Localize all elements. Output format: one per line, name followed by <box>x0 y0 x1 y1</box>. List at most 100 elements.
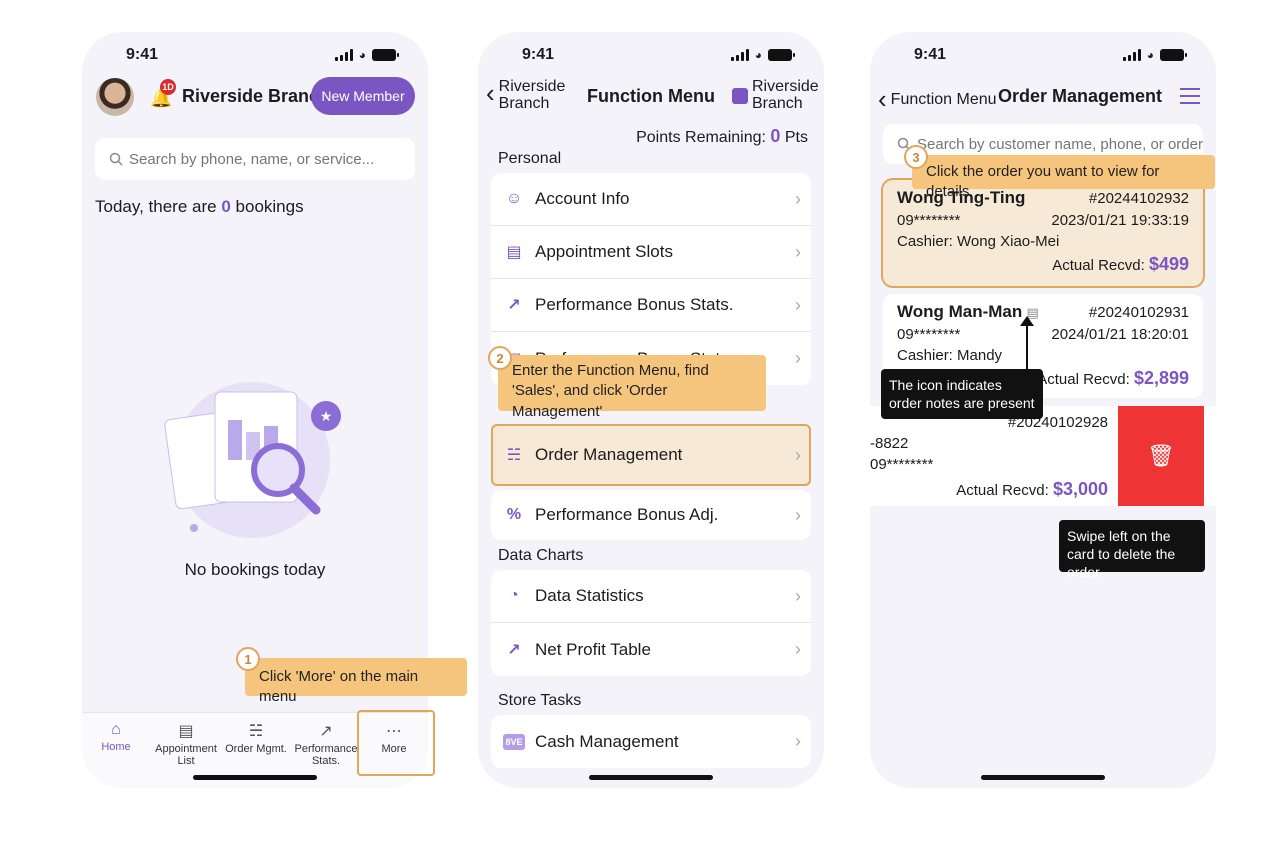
filter-icon[interactable] <box>1180 88 1200 104</box>
tab-more[interactable]: ⋯ More <box>360 721 428 755</box>
tab-performance-stats[interactable]: ↗ Performance Stats. <box>292 721 360 767</box>
menu-cash-management[interactable]: 8VE Cash Management › <box>491 715 811 768</box>
tab-home[interactable]: ⌂ Home <box>82 721 150 753</box>
chevron-right-icon: › <box>795 585 801 606</box>
today-count: 0 <box>221 197 231 216</box>
chevron-right-icon: › <box>795 731 801 751</box>
menu-order-management[interactable]: ☵Order Management› <box>491 424 811 486</box>
recvd-label: Actual Recvd: <box>1037 371 1130 388</box>
cashier: Cashier: Wong Xiao-Mei <box>897 233 1060 250</box>
customer-name-partial: -8822 <box>870 435 909 452</box>
tab-order-mgmt[interactable]: ☵ Order Mgmt. <box>222 721 290 755</box>
section-store-tasks: Store Tasks <box>498 692 582 709</box>
back-label: Riverside Branch <box>498 78 566 112</box>
order-datetime: 2023/01/21 19:33:19 <box>1051 212 1189 229</box>
today-bookings: Today, there are 0 bookings <box>95 197 304 217</box>
signal-icon <box>730 49 749 61</box>
back-label: Function Menu <box>890 90 997 108</box>
step-3-badge: 3 <box>904 145 928 169</box>
sales-menu: ☵Order Management› <box>491 424 811 486</box>
branch-switch-label: Riverside Branch <box>752 78 819 112</box>
order-card[interactable]: Wong Man-Man ▤#20240102931 09********202… <box>883 294 1203 398</box>
branch-switch[interactable]: Riverside Branch <box>732 78 819 112</box>
signal-icon <box>1122 49 1141 61</box>
store-icon <box>732 88 748 104</box>
order-card[interactable]: Wong Ting-Ting#20244102932 09********202… <box>881 178 1205 288</box>
user-icon: ☺ <box>505 190 523 207</box>
menu-label: Appointment Slots <box>535 242 673 261</box>
cash-icon: 8VE <box>503 733 525 750</box>
search-bar[interactable] <box>95 138 415 180</box>
menu-data-statistics[interactable]: ◔Data Statistics› <box>491 570 811 623</box>
menu-appointment-slots[interactable]: ▤Appointment Slots› <box>491 226 811 279</box>
recvd-label: Actual Recvd: <box>956 482 1049 499</box>
tab-order-label: Order Mgmt. <box>225 743 287 755</box>
search-input[interactable] <box>129 150 415 168</box>
notification-badge: 1D <box>160 79 176 95</box>
data-menu: ◔Data Statistics› ↗Net Profit Table› <box>491 570 811 676</box>
status-time: 9:41 <box>914 46 947 63</box>
status-bar: 9:41 ◕ <box>126 46 399 66</box>
tab-appointment-list[interactable]: ▤ Appointment List <box>152 721 220 767</box>
order-amount: $499 <box>1148 254 1189 274</box>
chevron-right-icon: › <box>795 504 801 525</box>
search-input[interactable] <box>917 135 1203 153</box>
customer-phone: 09******** <box>870 456 934 473</box>
customer-phone: 09******** <box>897 212 961 229</box>
branch-title: Riverside Branch <box>182 86 331 106</box>
svg-text:★: ★ <box>320 408 333 424</box>
chevron-right-icon: › <box>795 241 801 262</box>
avatar[interactable] <box>96 78 134 116</box>
chevron-right-icon: › <box>795 348 801 368</box>
customer-name: Wong Man-Man <box>897 302 1023 321</box>
cashier: Cashier: Mandy <box>897 347 1003 364</box>
menu-label: Account Info <box>535 189 630 208</box>
step-1-badge: 1 <box>236 647 260 671</box>
arrow-line <box>1026 320 1028 370</box>
empty-illustration: ★ <box>164 382 341 538</box>
store-menu: 8VE Cash Management › <box>491 715 811 768</box>
back-button[interactable]: ‹ Function Menu <box>878 84 997 114</box>
wifi-icon: ◕ <box>358 48 366 62</box>
today-suffix: bookings <box>235 197 304 216</box>
customer-phone: 09******** <box>897 326 961 343</box>
battery-icon <box>768 49 795 61</box>
chart-icon: ↗ <box>507 641 521 659</box>
menu-performance-bonus-stats[interactable]: ↗Performance Bonus Stats.› <box>491 279 811 332</box>
empty-state-text: No bookings today <box>184 560 326 579</box>
menu-account-info[interactable]: ☺Account Info› <box>491 173 811 226</box>
menu-performance-bonus-adj[interactable]: %Performance Bonus Adj.› <box>491 490 811 540</box>
delete-button[interactable]: 🗑 <box>1118 406 1204 506</box>
home-indicator <box>981 775 1105 780</box>
pie-chart-icon: ◔ <box>509 587 519 604</box>
chevron-left-icon: ‹ <box>486 78 495 108</box>
sales-menu-2: %Performance Bonus Adj.› <box>491 490 811 540</box>
callout-step3: Click the order you want to view for det… <box>912 155 1215 200</box>
page-title: Order Management <box>998 86 1163 106</box>
points-unit: Pts <box>784 129 808 146</box>
swiped-order-row[interactable]: #20240102928 -8822 09******** Actual Rec… <box>870 406 1216 506</box>
callout-step2: Enter the Function Menu, find 'Sales', a… <box>498 355 766 420</box>
trash-icon: 🗑 <box>1147 443 1175 468</box>
home-icon: ⌂ <box>111 721 121 738</box>
order-amount: $2,899 <box>1133 368 1189 388</box>
wifi-icon: ◕ <box>1146 48 1154 62</box>
order-amount: $3,000 <box>1052 479 1108 499</box>
back-button[interactable]: ‹ Riverside Branch <box>486 78 565 112</box>
tab-performance-label: Performance Stats. <box>294 743 358 767</box>
order-card[interactable]: #20240102928 -8822 09******** Actual Rec… <box>870 406 1118 506</box>
menu-label: Performance Bonus Stats. <box>535 295 734 314</box>
status-icons: ◕ <box>334 48 399 62</box>
new-member-button[interactable]: New Member <box>311 77 415 115</box>
basket-icon: ☵ <box>506 447 522 464</box>
menu-net-profit-table[interactable]: ↗Net Profit Table› <box>491 623 811 676</box>
menu-label: Cash Management <box>535 731 679 751</box>
points-remaining: Points Remaining: 0 Pts <box>636 126 808 147</box>
calendar-icon: ▤ <box>178 723 194 740</box>
order-number: #20240102931 <box>1088 304 1189 321</box>
ellipsis-icon: ⋯ <box>386 723 402 740</box>
chevron-right-icon: › <box>795 294 801 315</box>
tab-appointment-label: Appointment List <box>155 743 217 767</box>
order-number: #20244102932 <box>1088 190 1189 207</box>
order-datetime: 2024/01/21 18:20:01 <box>1051 326 1189 343</box>
